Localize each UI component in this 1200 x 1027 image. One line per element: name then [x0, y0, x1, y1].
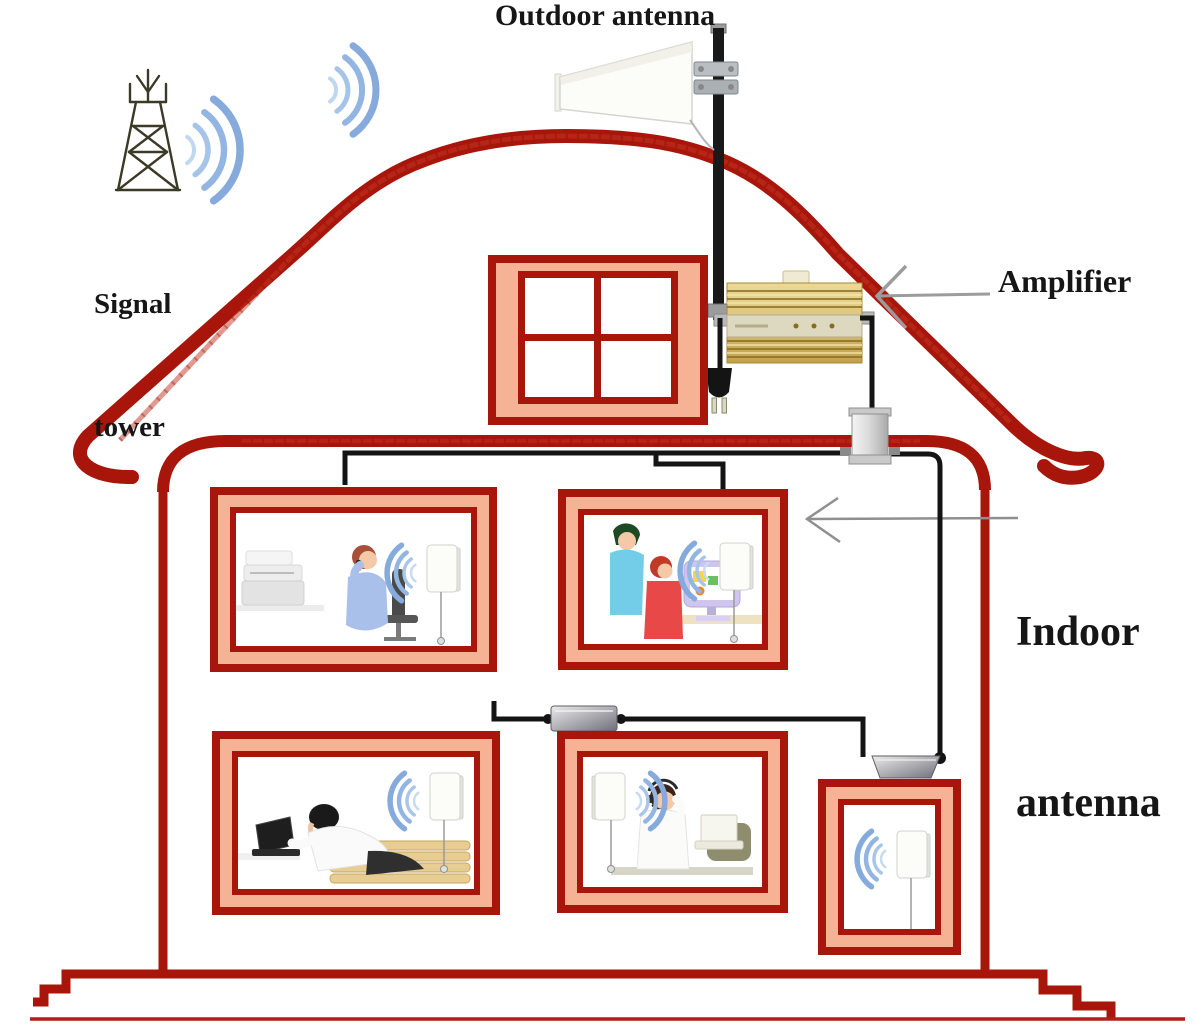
room-interior	[577, 751, 768, 893]
signal-tower-label: Signal tower	[94, 202, 171, 530]
indoor-antenna-icon	[677, 540, 754, 643]
coax-cables	[342, 315, 943, 757]
room-interior	[578, 509, 768, 650]
indoor-antenna-icon	[591, 770, 668, 873]
house-base-steps	[30, 969, 1185, 1021]
cable-to-lower-splitter	[890, 451, 943, 757]
indoor-antenna-icon	[384, 542, 461, 645]
room-lower-right	[818, 779, 961, 955]
house-roof	[73, 128, 1105, 485]
power-plug-icon	[706, 318, 732, 414]
cable-to-upper-left-room	[342, 450, 850, 485]
wifi-waves-icon	[185, 95, 244, 205]
signal-tower-label-line2: tower	[94, 411, 165, 443]
cable-splitter-icon	[550, 705, 618, 732]
man-with-laptop-illustration	[238, 804, 471, 884]
room-upper-left	[210, 487, 497, 672]
cable-to-upper-middle-room	[653, 453, 726, 492]
house-ceiling-line	[157, 435, 991, 493]
window-sash	[518, 271, 678, 404]
indoor-antenna-icon	[387, 770, 464, 873]
amplifier-arrow	[874, 264, 991, 330]
cable-connector	[616, 714, 626, 724]
cable-amp-to-splitter	[860, 315, 875, 414]
room-lower-middle	[557, 731, 788, 913]
outdoor-antenna-label: Outdoor antenna	[494, 0, 716, 32]
signal-tower-icon	[114, 68, 182, 192]
window-mullion	[525, 333, 671, 341]
wifi-waves-icon	[328, 42, 380, 138]
room-interior	[838, 799, 941, 935]
outdoor-antenna-icon	[554, 41, 739, 151]
amplifier-label: Amplifier	[998, 263, 1132, 299]
indoor-antenna-label: Indoor antenna	[1016, 490, 1161, 946]
cable-splitter-icon	[871, 755, 941, 779]
cable-stub-left	[491, 701, 553, 722]
amplifier-icon	[713, 270, 875, 364]
room-lower-left	[212, 731, 500, 915]
house-walls	[158, 486, 990, 974]
room-interior	[232, 751, 480, 895]
indoor-antenna-label-line2: antenna	[1016, 780, 1161, 826]
indoor-antenna-arrow	[804, 496, 1019, 544]
indoor-antenna-label-line1: Indoor	[1016, 609, 1140, 655]
room-interior	[230, 507, 477, 652]
cable-between-splitters	[620, 716, 866, 757]
indoor-antenna-icon	[854, 828, 931, 929]
attic-window-icon	[488, 255, 708, 425]
room-upper-middle	[558, 489, 788, 670]
woman-on-phone-illustration	[236, 545, 418, 641]
pole-clamp-icon	[693, 61, 739, 95]
cable-splitter-icon	[840, 407, 900, 465]
signal-tower-label-line1: Signal	[94, 288, 172, 320]
